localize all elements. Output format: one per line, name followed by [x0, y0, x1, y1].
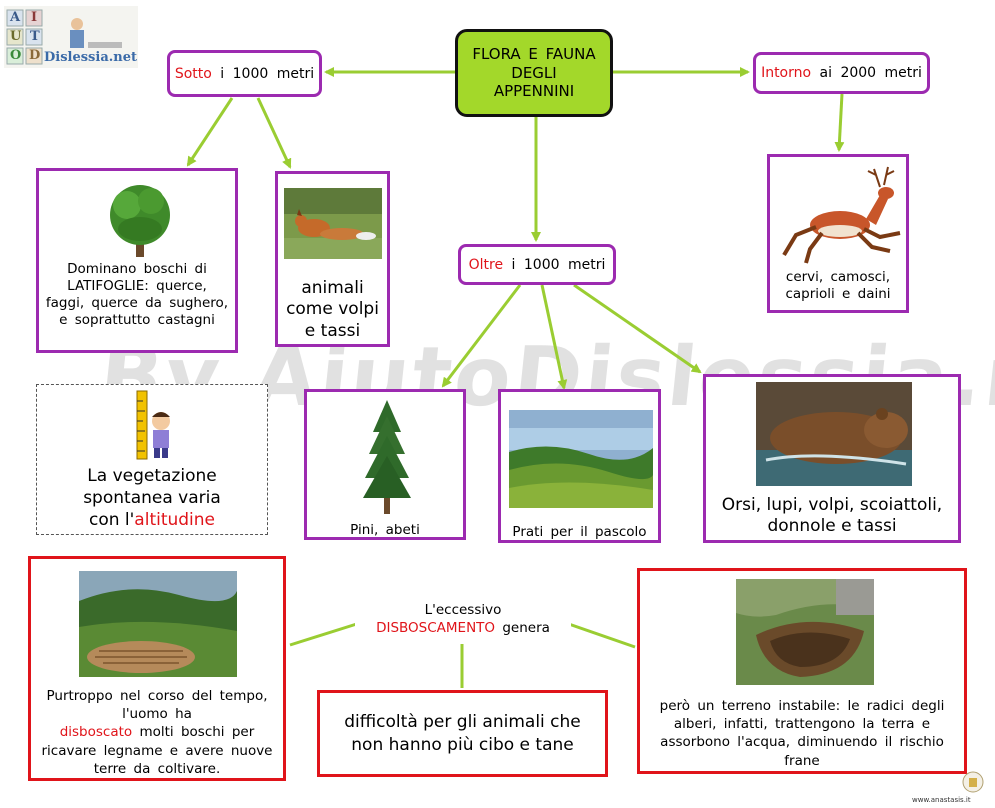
arrow-intorno-cervi: [834, 93, 845, 152]
arrow-oltre-prati: [540, 284, 568, 390]
purtroppo-text2: molti boschi per ricavare legname e aver…: [41, 724, 273, 777]
node-disboscamento: L'eccessivo DISBOSCAMENTO genera: [355, 602, 571, 644]
node-purtroppo: Purtroppo nel corso del tempo, l'uomo ha…: [28, 556, 286, 781]
node-pini: Pini, abeti: [304, 389, 466, 540]
cervi-text: cervi, camosci, caprioli e daini: [785, 269, 891, 302]
arrow-disbosc-left: [289, 620, 364, 647]
fox-photo: [284, 188, 382, 259]
arrow-oltre-orsi: [573, 283, 702, 374]
node-volpi: animali come volpi e tassi: [275, 171, 390, 347]
difficolta-text: difficoltà per gli animali che non hanno…: [344, 711, 581, 755]
arrow-disbosc-right: [562, 620, 636, 649]
logo-text: Dislessia.net: [44, 50, 137, 65]
orsi-text: Orsi, lupi, volpi, scoiattoli, donnole e…: [721, 495, 943, 537]
pini-text: Pini, abeti: [350, 522, 420, 538]
node-latifoglie: Dominano boschi di LATIFOGLIE: querce, f…: [36, 168, 238, 353]
disbosc-prefix: L'eccessivo: [424, 602, 502, 618]
vegetazione-highlight: altitudine: [134, 510, 216, 531]
arrow-sotto-volpi: [256, 97, 292, 169]
node-orsi: Orsi, lupi, volpi, scoiattoli, donnole e…: [703, 374, 961, 543]
child-ruler-icon: [136, 390, 170, 460]
latifoglie-text: Dominano boschi di LATIFOGLIE: querce, f…: [45, 261, 229, 328]
purtroppo-text1: Purtroppo nel corso del tempo, l'uomo ha: [46, 688, 268, 723]
purtroppo-highlight: disboscato: [59, 724, 133, 741]
logo-letter-i: I: [31, 10, 38, 25]
central-title: FLORA E FAUNA DEGLI APPENNINI: [472, 44, 596, 101]
sotto-highlight: Sotto: [174, 65, 212, 82]
arrow-sotto-latifoglie: [186, 97, 234, 167]
logo-art: [4, 6, 138, 68]
prati-text: Prati per il pascolo: [512, 524, 647, 540]
logo-letter-t: T: [30, 29, 40, 44]
disbosc-suffix: genera: [495, 620, 550, 636]
node-prati: Prati per il pascolo: [498, 389, 661, 543]
logo: A I U T O D Dislessia.net: [4, 6, 138, 68]
node-terreno: però un terreno instabile: le radici deg…: [637, 568, 967, 774]
sotto-rest: i 1000 metri: [211, 65, 315, 82]
terreno-text: però un terreno instabile: le radici deg…: [659, 698, 945, 769]
vegetazione-text: La vegetazione spontanea varia con l'alt…: [37, 465, 267, 531]
node-intorno: Intorno ai 2000 metri: [753, 52, 930, 94]
intorno-highlight: Intorno: [761, 65, 812, 81]
bear-photo: [756, 382, 912, 486]
volpi-text: animali come volpi e tassi: [286, 278, 379, 341]
deciduous-tree-icon: [110, 185, 170, 257]
logo-letter-o: O: [10, 48, 22, 63]
landslide-photo: [736, 579, 874, 685]
conifer-tree-icon: [363, 400, 411, 514]
meadow-photo: [509, 410, 653, 508]
logo-letter-d: D: [29, 48, 41, 63]
intorno-rest: ai 2000 metri: [811, 65, 922, 81]
node-oltre: Oltre i 1000 metri: [458, 244, 616, 285]
anastasis-logo-icon: [962, 771, 984, 793]
footer-credit: www.anastasis.it: [912, 796, 971, 804]
logo-letter-u: U: [10, 29, 22, 44]
disbosc-line2: DISBOSCAMENTO genera: [355, 620, 571, 636]
node-difficolta: difficoltà per gli animali che non hanno…: [317, 690, 608, 777]
vegetazione-main: La vegetazione spontanea varia con l': [83, 466, 221, 531]
node-sotto: Sotto i 1000 metri: [167, 50, 322, 97]
deforestation-photo: [79, 571, 237, 677]
purtroppo-text: Purtroppo nel corso del tempo, l'uomo ha…: [31, 687, 283, 778]
disbosc-highlight: DISBOSCAMENTO: [376, 620, 496, 636]
oltre-rest: i 1000 metri: [503, 256, 606, 273]
logo-letter-a: A: [10, 10, 21, 25]
node-vegetazione: La vegetazione spontanea varia con l'alt…: [36, 384, 268, 535]
arrow-oltre-pini: [441, 284, 522, 388]
central-topic: FLORA E FAUNA DEGLI APPENNINI: [455, 29, 613, 117]
deer-icon: [782, 166, 901, 264]
oltre-highlight: Oltre: [468, 256, 504, 273]
node-cervi: cervi, camosci, caprioli e daini: [767, 154, 909, 313]
